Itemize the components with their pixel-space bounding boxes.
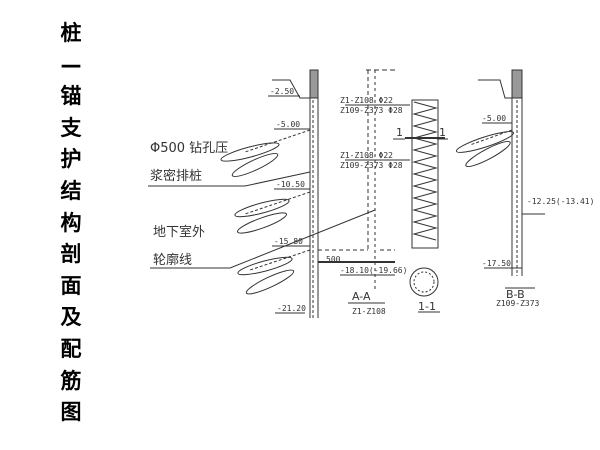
- pile-wall-a: [272, 69, 395, 318]
- rebar-label: Z1-Z108 Φ22: [340, 96, 393, 105]
- pile-wall-b: [455, 69, 545, 289]
- title-char: 配: [60, 336, 82, 361]
- rebar-label: Z109-Z373 Φ28: [340, 106, 403, 115]
- elevation-label: -2.50: [270, 87, 294, 96]
- pile-note: Φ500 钻孔压: [150, 141, 228, 156]
- elevation-label: -15.80: [274, 237, 303, 246]
- cut-mark: 1: [439, 126, 446, 139]
- section-aa-title: A-A: [352, 290, 371, 303]
- title-char: 护: [60, 147, 82, 172]
- title-char: 支: [60, 115, 82, 140]
- rebar-label: Z1-Z108 Φ22: [340, 151, 393, 160]
- anchor-a2: [234, 191, 311, 234]
- section-bb-sub: Z109-Z373: [496, 299, 540, 308]
- section-1-1-circle: [409, 267, 439, 297]
- title-char: 及: [60, 305, 82, 330]
- title-char: 锚: [60, 84, 82, 109]
- elevation-label: -21.20: [277, 304, 306, 313]
- cut-mark: 1: [396, 126, 403, 139]
- title-char: 结: [60, 178, 82, 203]
- outline-note: 地下室外: [153, 224, 205, 240]
- title-char: 构: [60, 210, 82, 235]
- title-char: 图: [60, 400, 82, 425]
- elevation-label: -12.25(-13.41): [527, 197, 594, 206]
- elevation-label: -18.10(-19.66): [340, 266, 407, 275]
- elevation-label: -10.50: [276, 180, 305, 189]
- title-char: 剖: [60, 242, 82, 267]
- title-char: 筋: [60, 368, 82, 393]
- vertical-title: 桩 — 锚 支 护 结 构 剖 面 及 配 筋 图: [56, 18, 86, 429]
- outline-note: 轮廓线: [153, 252, 192, 268]
- section-11-title: 1-1: [418, 300, 436, 313]
- dimension-label: 500: [326, 255, 341, 264]
- section-bb-title: B-B: [506, 288, 525, 301]
- title-char: —: [60, 52, 82, 77]
- elevation-label: -17.50: [482, 259, 511, 268]
- rebar-label: Z109-Z373 Φ28: [340, 161, 403, 170]
- elevation-label: -5.00: [482, 114, 506, 123]
- elevation-label: -5.00: [276, 120, 300, 129]
- title-char: 面: [60, 273, 82, 298]
- section-aa-sub: Z1-Z108: [352, 307, 386, 316]
- rebar-cage: [405, 99, 445, 249]
- anchor-a3: [237, 249, 311, 295]
- pile-note: 浆密排桩: [150, 168, 202, 184]
- anchor-a1: [220, 129, 311, 177]
- title-char: 桩: [60, 21, 82, 45]
